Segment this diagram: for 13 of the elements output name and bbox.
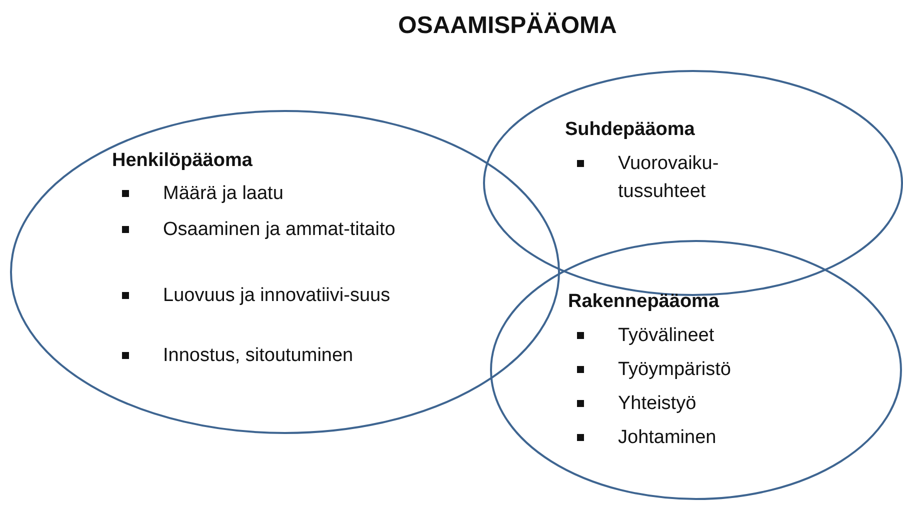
bullet-item: Johtaminen (575, 424, 838, 452)
bullet-item: Luovuus ja innovatiivi-suus (120, 282, 433, 310)
diagram-title: OSAAMISPÄÄOMA (397, 12, 618, 40)
heading: Rakennepääoma (568, 291, 720, 313)
bullet-item: Osaaminen ja ammat-titaito (120, 216, 433, 244)
bullet-item: Vuorovaiku-tussuhteet (575, 150, 768, 206)
bullet-item: Yhteistyö (575, 390, 838, 418)
bullet-item: Työvälineet (575, 322, 838, 350)
bullet-item: Määrä ja laatu (120, 180, 433, 208)
bullet-item: Työympäristö (575, 356, 838, 384)
heading: Suhdepääoma (565, 119, 695, 141)
bullet-item: Innostus, sitoutuminen (120, 342, 433, 370)
heading: Henkilöpääoma (112, 150, 252, 172)
